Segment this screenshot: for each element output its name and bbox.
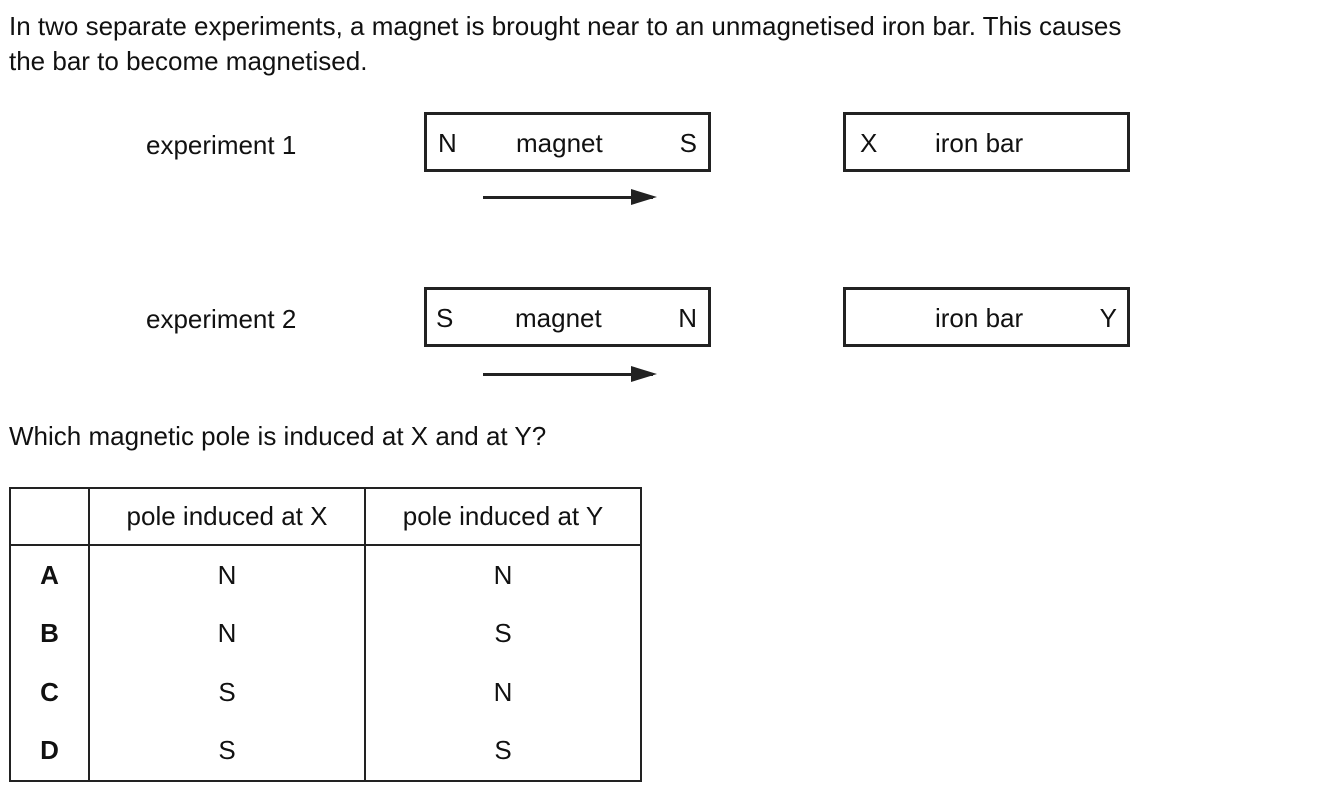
cell-x: N <box>88 545 366 605</box>
table-header: pole induced at X pole induced at Y <box>10 488 641 546</box>
cell-x: S <box>88 721 366 781</box>
magnet-1: N magnet S <box>424 112 711 172</box>
iron-bar-2: iron bar Y <box>843 287 1130 347</box>
option-letter: C <box>40 676 59 707</box>
magnet-1-left-pole: N <box>438 128 457 158</box>
experiment-1-label: experiment 1 <box>146 130 297 160</box>
iron-bar-1-label: iron bar <box>935 128 1024 158</box>
option-letter: B <box>40 618 59 649</box>
iron-bar-1-left: X <box>860 128 878 158</box>
magnet-2-label: magnet <box>515 303 602 333</box>
header-cell: pole induced at X <box>88 488 366 546</box>
motion-arrow-2 <box>483 366 657 382</box>
option-letter: A <box>40 559 59 590</box>
cell-y: N <box>493 559 513 590</box>
intro-line-2: the bar to become magnetised. <box>9 46 368 76</box>
cell-y: S <box>494 618 512 649</box>
iron-bar-1: X iron bar <box>843 112 1130 172</box>
header-cell: pole induced at Y <box>365 488 641 546</box>
iron-bar-2-label: iron bar <box>935 303 1024 333</box>
option-letter: D <box>40 735 59 766</box>
magnet-1-right-pole: S <box>679 128 697 158</box>
cell-y: S <box>494 735 512 766</box>
magnet-2-left-pole: S <box>436 303 454 333</box>
magnet-2: S magnet N <box>424 287 711 347</box>
motion-arrow-1 <box>483 189 657 205</box>
intro-line-1: In two separate experiments, a magnet is… <box>9 11 1122 41</box>
magnet-2-right-pole: N <box>678 303 697 333</box>
question: Which magnetic pole is induced at X and … <box>9 421 547 451</box>
experiment-2-label: experiment 2 <box>146 304 297 334</box>
magnet-1-label: magnet <box>516 128 603 158</box>
iron-bar-2-right: Y <box>1099 303 1117 333</box>
cell-x: S <box>88 663 366 722</box>
cell-x: N <box>88 604 366 663</box>
header-cell <box>10 488 89 546</box>
cell-y: N <box>493 676 513 707</box>
